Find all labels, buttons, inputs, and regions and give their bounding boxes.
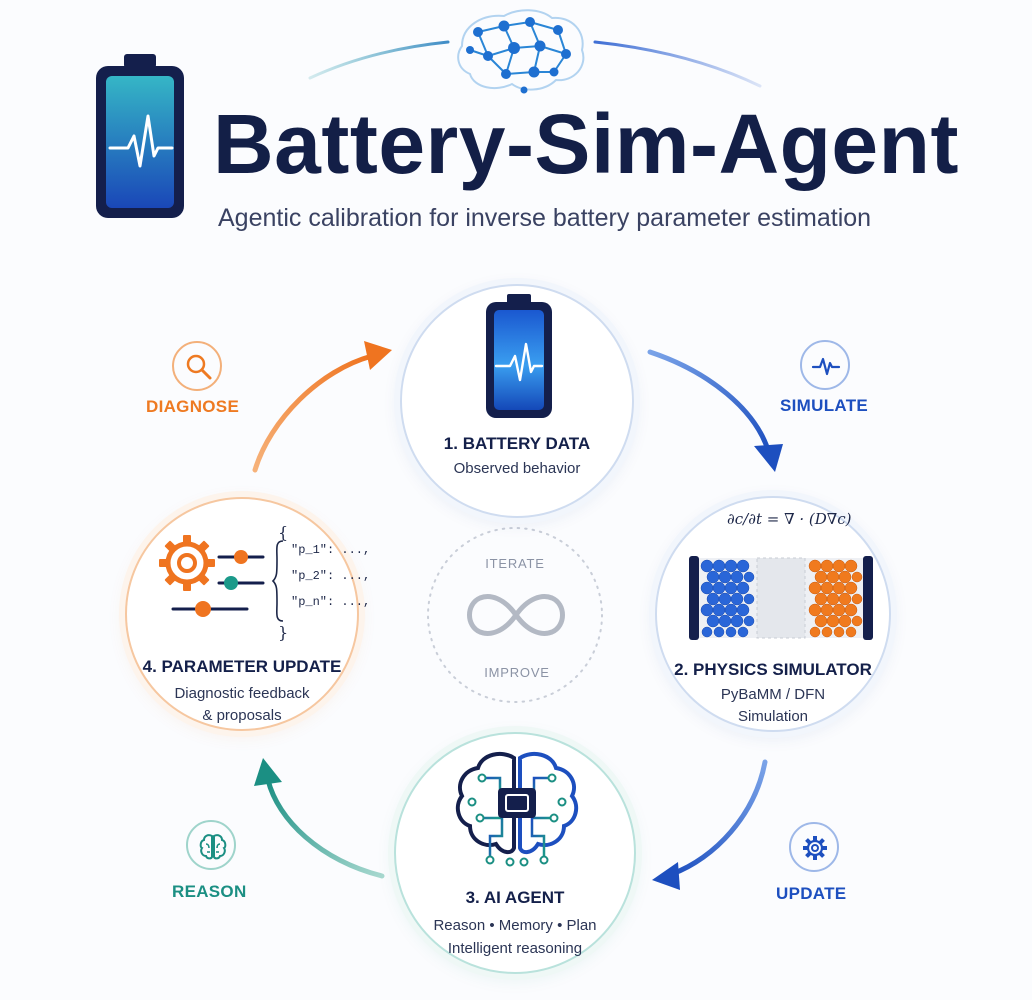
param-line-2: "p_2": ..., <box>291 569 371 583</box>
node-subtitle: Observed behavior <box>453 460 581 477</box>
center-dotted-ring <box>427 527 603 703</box>
arrow-diagnose <box>252 353 375 473</box>
update-icon-ring <box>789 822 839 872</box>
brain-network-icon <box>457 9 585 94</box>
arrow-simulate <box>647 349 771 453</box>
json-brace-close: } <box>278 623 289 642</box>
gear-sliders-icon <box>159 535 265 617</box>
json-bracket-icon <box>271 540 284 622</box>
node-line-2: & proposals <box>202 707 282 724</box>
improve-label: IMPROVE <box>484 665 550 680</box>
node-line-1: Diagnostic feedback <box>174 685 310 702</box>
arrow-diagnose-head <box>364 341 392 370</box>
top-arc-left <box>308 40 450 80</box>
magnifier-icon <box>186 354 212 380</box>
page-title: Battery-Sim-Agent <box>213 97 959 191</box>
stage-update: UPDATE <box>776 884 847 903</box>
infinity-icon <box>467 594 565 636</box>
node-line-2: Intelligent reasoning <box>447 940 583 957</box>
battery-pulse-icon <box>96 54 184 218</box>
node-title: 2. PHYSICS SIMULATOR <box>674 660 872 679</box>
stage-reason: REASON <box>172 882 247 901</box>
node-line-1: PyBaMM / DFN <box>720 686 826 703</box>
brain-icon <box>199 834 227 860</box>
diffusion-equation: ∂c/∂t = ∇ · (D∇c) <box>727 510 852 528</box>
node-battery-data: 1. BATTERY DATA Observed behavior <box>400 284 634 518</box>
param-line-3: "p_n": ..., <box>291 595 371 609</box>
node-physics-simulator: ∂c/∂t = ∇ · (D∇c) 2. PHYSICS SIMULATOR P… <box>655 496 891 732</box>
top-arc-right <box>593 40 762 88</box>
node-parameter-update: { "p_1": ..., "p_2": ..., "p_n": ..., } … <box>125 497 370 731</box>
stage-diagnose: DIAGNOSE <box>146 397 240 416</box>
node-ai-agent: 3. AI AGENT Reason • Memory • Plan Intel… <box>394 732 636 974</box>
page-subtitle: Agentic calibration for inverse battery … <box>218 204 872 232</box>
arrow-update-head <box>652 862 680 890</box>
node-title: 4. PARAMETER UPDATE <box>142 657 342 676</box>
arrow-update <box>669 759 768 877</box>
diagnose-icon-ring <box>172 341 222 391</box>
pulse-icon <box>811 357 841 376</box>
param-line-1: "p_1": ..., <box>291 543 371 557</box>
gear-icon <box>803 836 827 860</box>
arrow-simulate-head <box>754 444 783 472</box>
reason-icon-ring <box>186 820 236 870</box>
iterate-label: ITERATE <box>485 556 545 571</box>
node-line-2: Simulation <box>737 708 809 725</box>
simulate-icon-ring <box>800 340 850 390</box>
ai-chip-brain-icon <box>455 751 579 867</box>
arrow-reason <box>265 777 385 879</box>
arrow-reason-head <box>254 758 282 786</box>
json-brace-open: { <box>278 523 289 542</box>
node-title: 1. BATTERY DATA <box>443 434 591 453</box>
node-title: 3. AI AGENT <box>465 888 565 907</box>
electrode-cell-icon <box>689 556 873 640</box>
stage-simulate: SIMULATE <box>780 396 869 415</box>
battery-pulse-icon <box>486 294 552 418</box>
node-line-1: Reason • Memory • Plan <box>433 917 597 934</box>
